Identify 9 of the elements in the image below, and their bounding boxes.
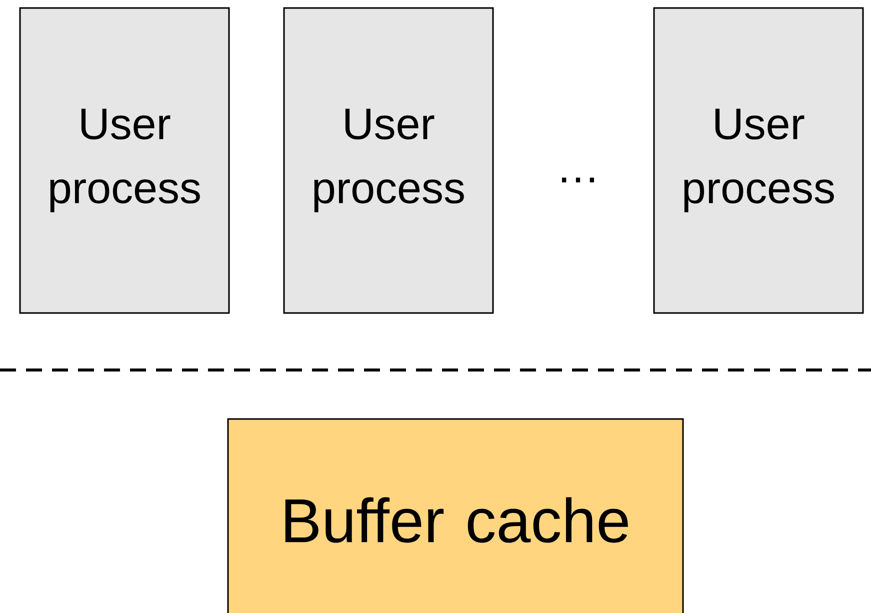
process-box bbox=[653, 7, 864, 314]
process-box bbox=[19, 7, 230, 314]
box-label: User process bbox=[314, 108, 464, 212]
cache-box bbox=[227, 418, 684, 613]
box-label: User process bbox=[684, 108, 834, 212]
process-box bbox=[283, 7, 494, 314]
box-label: User process bbox=[50, 108, 200, 212]
ellipsis: … bbox=[562, 178, 594, 182]
box-label: Buffer cache bbox=[285, 497, 628, 543]
